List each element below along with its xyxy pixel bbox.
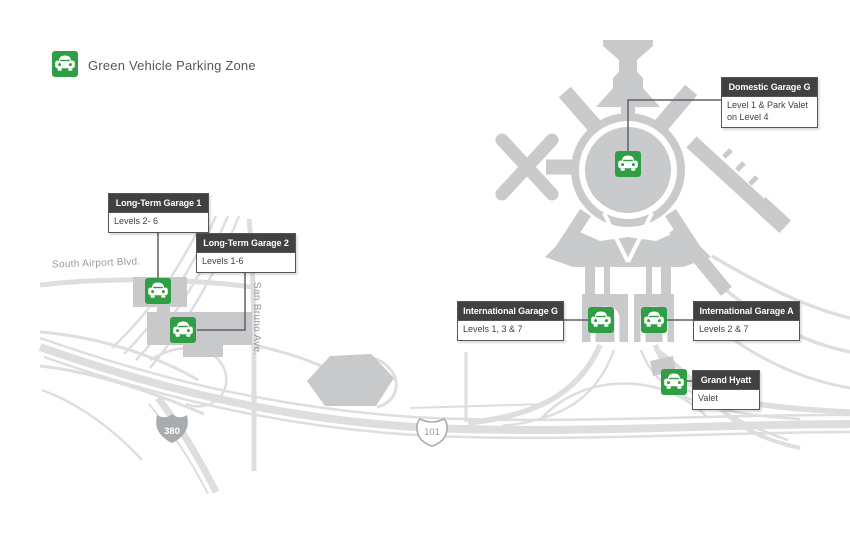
callout-detail: Levels 2 & 7: [694, 321, 799, 340]
parking-marker-long-term-garage-2: [170, 317, 196, 343]
road-san-bruno-ave: [246, 218, 257, 471]
callout-international-garage-g: International Garage G Levels 1, 3 & 7: [457, 301, 564, 341]
callout-title: Grand Hyatt: [693, 371, 759, 390]
callout-international-garage-a: International Garage A Levels 2 & 7: [693, 301, 800, 341]
us101-shield-number: 101: [424, 427, 440, 438]
parking-marker-domestic-garage-g: [615, 151, 641, 177]
callout-detail: Levels 1-6: [197, 253, 295, 272]
pentagon-building: [307, 354, 394, 406]
parking-marker-international-garage-a: [641, 307, 667, 333]
road-i-380: [155, 395, 220, 494]
callout-title: International Garage G: [458, 302, 563, 321]
callout-title: Long-Term Garage 1: [109, 194, 208, 213]
callout-detail: Levels 1, 3 & 7: [458, 321, 563, 340]
callout-long-term-garage-1: Long-Term Garage 1 Levels 2- 6: [108, 193, 209, 233]
green-vehicle-parking-icon: [52, 51, 78, 77]
road-label-san-bruno-ave: San Bruno Ave.: [251, 282, 262, 356]
callout-detail: Level 1 & Park Valet on Level 4: [722, 97, 817, 128]
legend-title: Green Vehicle Parking Zone: [88, 58, 256, 73]
parking-marker-grand-hyatt: [661, 369, 687, 395]
i380-shield-number: 380: [164, 426, 180, 437]
buildings: [133, 277, 676, 406]
parking-marker-long-term-garage-1: [145, 278, 171, 304]
i380-shield: 380: [156, 414, 188, 443]
long-term-garage-2-building: [147, 312, 252, 345]
callout-long-term-garage-2: Long-Term Garage 2 Levels 1-6: [196, 233, 296, 273]
callout-title: Domestic Garage G: [722, 78, 817, 97]
parking-marker-international-garage-g: [588, 307, 614, 333]
international-terminal: [545, 229, 711, 342]
callout-domestic-garage-g: Domestic Garage G Level 1 & Park Valet o…: [721, 77, 818, 129]
leader-domestic-garage-g: [627, 99, 721, 152]
callout-leader-lines: [157, 99, 721, 382]
callout-title: Long-Term Garage 2: [197, 234, 295, 253]
callout-detail: Valet: [693, 390, 759, 409]
us101-shield: 101: [416, 418, 448, 447]
callout-detail: Levels 2- 6: [109, 213, 208, 232]
leader-long-term-garage-2: [197, 270, 246, 331]
callout-title: International Garage A: [694, 302, 799, 321]
callout-grand-hyatt: Grand Hyatt Valet: [692, 370, 760, 410]
road-network: [38, 215, 850, 495]
